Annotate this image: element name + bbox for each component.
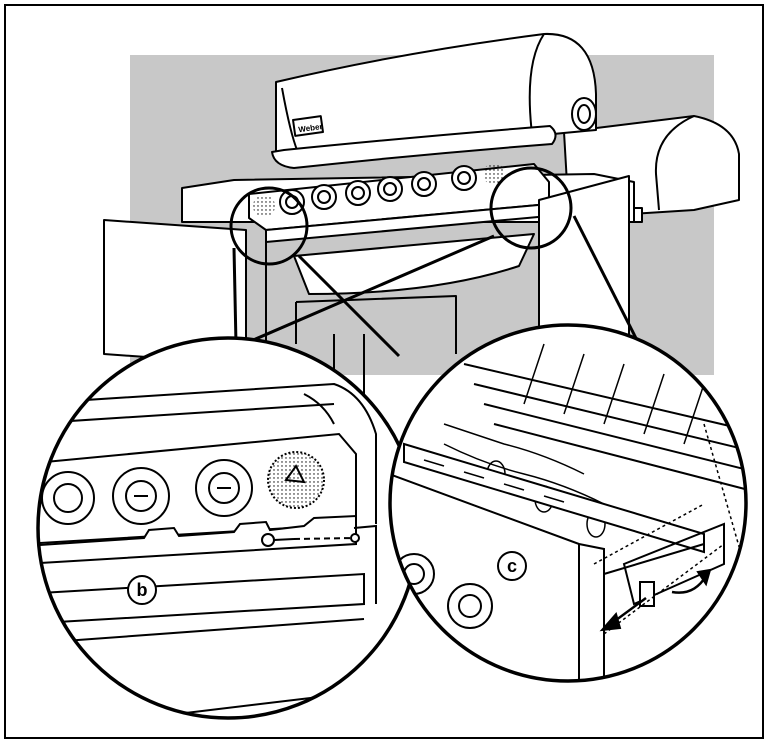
grill-assembly-illustration: Weber <box>4 4 764 739</box>
callout-b-label: b <box>137 580 148 600</box>
callout-b: b <box>127 575 157 605</box>
callout-c: c <box>497 551 527 581</box>
zoom-connector-lines <box>232 215 646 358</box>
detail-circle-b: b <box>36 336 420 720</box>
grill-overview: Weber <box>103 32 740 424</box>
callout-c-label: c <box>507 556 517 576</box>
brand-logo: Weber <box>298 122 323 134</box>
illustration-frame: Weber <box>4 4 764 739</box>
highlight-circle-right <box>489 166 573 250</box>
detail-circle-c: c <box>388 323 748 683</box>
highlight-circle-left <box>229 186 309 266</box>
